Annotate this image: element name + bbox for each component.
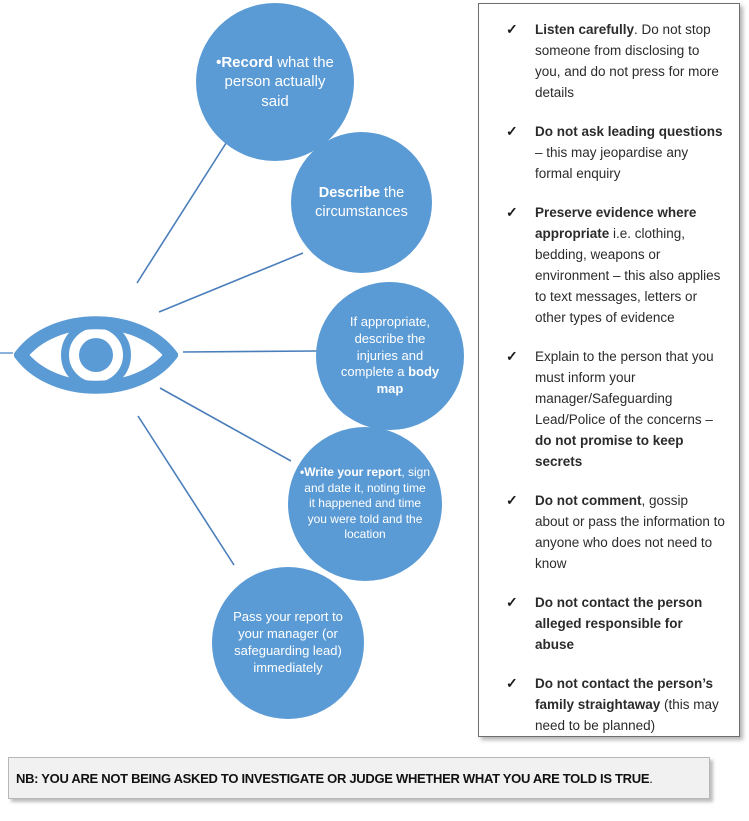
eye-icon [12, 299, 180, 411]
checklist-item-text: Explain to the person that you must info… [535, 349, 714, 469]
bubble-text: Describe the circumstances [315, 184, 408, 220]
checklist-item: ✓ Do not contact the person alleged resp… [479, 592, 725, 655]
checklist-item: ✓ Do not ask leading questions – this ma… [479, 121, 725, 184]
check-icon: ✓ [506, 348, 518, 364]
check-icon: ✓ [506, 594, 518, 610]
checklist-item: ✓ Listen carefully. Do not stop someone … [479, 19, 725, 103]
connector-lines [0, 139, 319, 566]
checklist-item-text: Listen carefully. Do not stop someone fr… [535, 22, 719, 100]
bubble-text: •Record what the person actually said [216, 53, 334, 110]
check-icon: ✓ [506, 21, 518, 37]
bubble-record-what-said: •Record what the person actually said [196, 3, 354, 161]
check-icon: ✓ [506, 123, 518, 139]
checklist-item: ✓ Do not contact the person’s family str… [479, 673, 725, 736]
checklist-item-text: Do not contact the person alleged respon… [535, 595, 703, 652]
bubble-describe-circumstances: Describe the circumstances [291, 132, 432, 273]
note-text: NB: YOU ARE NOT BEING ASKED TO INVESTIGA… [16, 770, 653, 786]
dos-and-donts-panel: ✓ Listen carefully. Do not stop someone … [478, 3, 740, 737]
check-icon: ✓ [506, 675, 518, 691]
bubble-write-your-report: •Write your report, sign and date it, no… [288, 427, 442, 581]
checklist-item-text: Preserve evidence where appropriate i.e.… [535, 205, 721, 325]
bubble-describe-injuries-body-map: If appropriate, describe the injuries an… [316, 282, 464, 430]
checklist-item: ✓ Preserve evidence where appropriate i.… [479, 202, 725, 328]
bubble-text: Pass your report to your manager (or saf… [233, 609, 343, 675]
bubble-pass-your-report: Pass your report to your manager (or saf… [212, 567, 364, 719]
check-icon: ✓ [506, 492, 518, 508]
checklist-item-text: Do not ask leading questions – this may … [535, 124, 723, 181]
note-banner: NB: YOU ARE NOT BEING ASKED TO INVESTIGA… [8, 757, 710, 799]
check-icon: ✓ [506, 204, 518, 220]
bubble-text: •Write your report, sign and date it, no… [300, 465, 431, 542]
checklist-item-text: Do not contact the person’s family strai… [535, 676, 719, 733]
checklist-item-text: Do not comment, gossip about or pass the… [535, 493, 725, 571]
checklist-item: ✓ Do not comment, gossip about or pass t… [479, 490, 725, 574]
bubble-text: If appropriate, describe the injuries an… [340, 313, 440, 397]
checklist-item: ✓ Explain to the person that you must in… [479, 346, 725, 472]
